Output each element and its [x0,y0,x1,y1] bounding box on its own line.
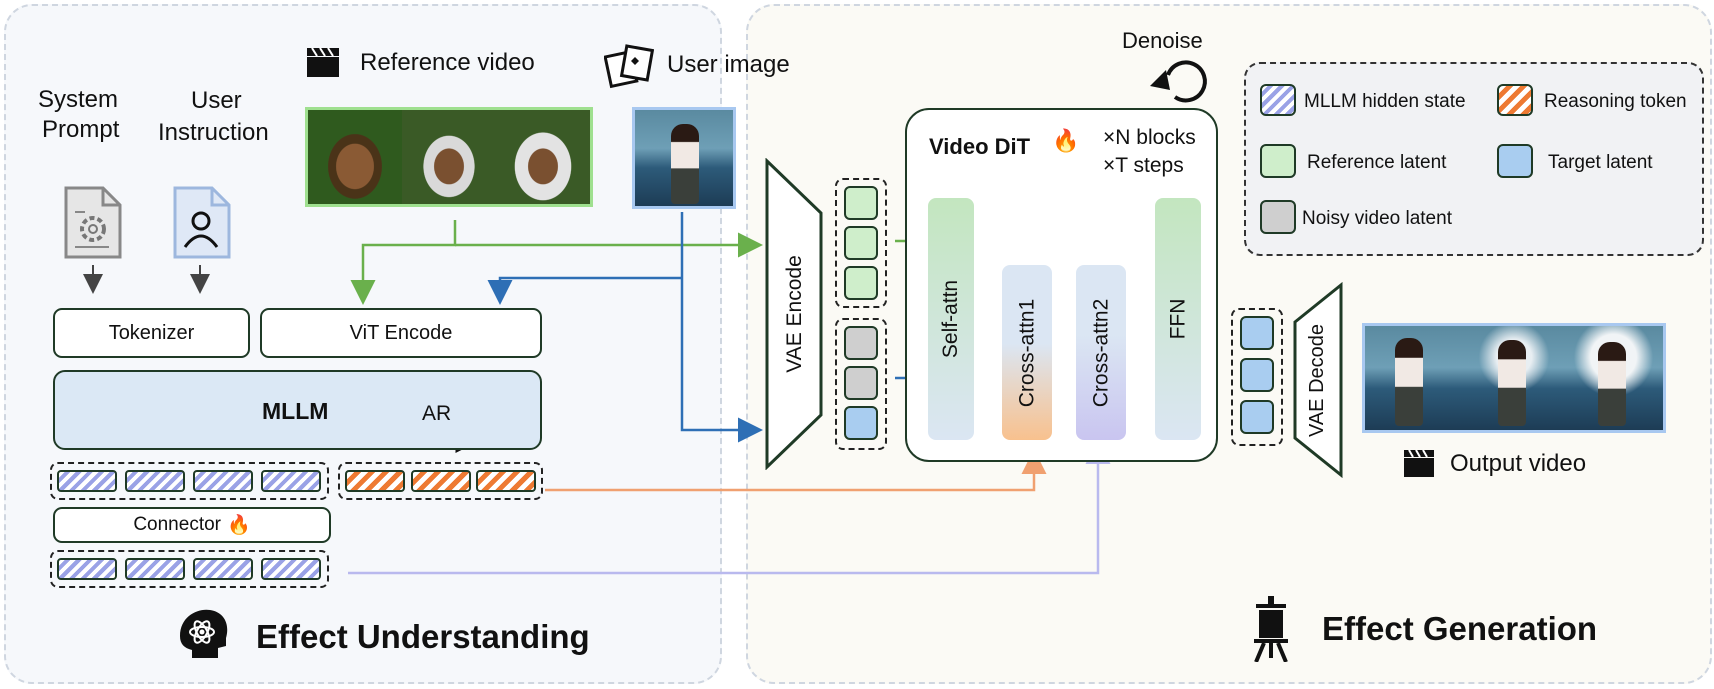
hidden-state-token [193,470,253,492]
hidden-state-token [57,558,117,580]
mllm-box: MLLM AR [53,370,542,450]
t-steps-label: ×T steps [1103,154,1184,177]
output-frame-3 [1563,326,1663,430]
vae-decode-label: VAE Decode [1306,323,1329,437]
brain-head-icon [180,609,228,658]
reference-latent [844,226,878,260]
vae-encode-shape [765,158,823,470]
legend-box [1244,62,1704,256]
settings-document-icon [64,186,122,259]
reference-frame-2 [402,110,496,204]
legend-target-label: Target latent [1548,152,1653,173]
flame-icon: 🔥 [1052,128,1080,153]
reference-latent [844,266,878,300]
output-frame-1 [1365,326,1465,430]
tokenizer-box: Tokenizer [53,308,250,358]
easel-icon [1254,596,1288,662]
system-prompt-label-1: System [38,86,119,113]
noisy-video-latent [844,326,878,360]
reference-video-label: Reference video [360,49,535,76]
hidden-state-group-top [50,462,329,500]
reference-frame-1 [308,110,402,204]
system-prompt-label-2: Prompt [42,116,120,143]
legend-reasoning-label: Reasoning token [1544,91,1687,112]
connector-label: Connector [133,514,221,535]
user-image-label: User image [667,51,790,78]
hidden-state-token [193,558,253,580]
legend-hidden-state-label: MLLM hidden state [1304,91,1466,112]
hidden-state-group-bottom [50,550,329,588]
legend-reference-label: Reference latent [1307,152,1447,173]
n-blocks-label: ×N blocks [1103,126,1196,149]
noisy-video-latent [844,366,878,400]
hidden-state-token [125,470,185,492]
legend-reference-swatch [1260,144,1296,178]
output-latent-group [1231,308,1283,446]
reference-frame-3 [496,110,590,204]
hidden-state-token [125,558,185,580]
denoise-label: Denoise [1122,28,1203,53]
vit-encode-box: ViT Encode [260,308,542,358]
legend-noisy-label: Noisy video latent [1302,208,1452,229]
effect-generation-title: Effect Generation [1322,610,1598,647]
photos-icon [604,44,654,89]
target-latent [1240,400,1274,434]
target-latent [844,406,878,440]
connector-box: Connector 🔥 [53,507,331,543]
clapperboard-icon [307,47,339,77]
user-document-icon [173,186,231,259]
legend-noisy-swatch [1260,200,1296,234]
self-attn-block: Self-attn [928,198,974,440]
vae-decode-shape [1293,282,1343,478]
ffn-block: FFN [1155,198,1201,440]
reasoning-token [476,470,536,492]
reference-latent-group [835,178,887,308]
clapperboard-icon [1404,449,1434,477]
flame-icon: 🔥 [227,515,251,536]
user-image-photo [632,107,736,209]
noisy-target-latent-group [835,318,887,450]
cross-attn1-block: Cross-attn1 [1002,265,1052,440]
reasoning-token [411,470,471,492]
output-frame-2 [1464,326,1564,430]
hidden-state-token [261,558,321,580]
reference-latent [844,186,878,220]
reasoning-token-group [338,462,543,500]
target-latent [1240,316,1274,350]
legend-reasoning-swatch [1497,84,1533,116]
video-dit-label: Video DiT [929,134,1031,159]
target-latent [1240,358,1274,392]
legend-target-swatch [1497,144,1533,178]
user-image-figure [671,124,699,204]
mllm-label: MLLM [262,398,329,424]
effect-understanding-title: Effect Understanding [256,618,590,655]
user-instruction-label-1: User [191,87,242,114]
output-video-label: Output video [1450,450,1587,477]
hidden-state-token [261,470,321,492]
ar-label: AR [422,402,452,425]
vae-encode-label: VAE Encode [783,255,806,373]
cross-attn2-block: Cross-attn2 [1076,265,1126,440]
output-video-frames [1362,323,1666,433]
hidden-state-token [57,470,117,492]
user-instruction-label-2: Instruction [158,119,269,146]
legend-hidden-state-swatch [1260,84,1296,116]
reference-video-frames [305,107,593,207]
reasoning-token [345,470,405,492]
